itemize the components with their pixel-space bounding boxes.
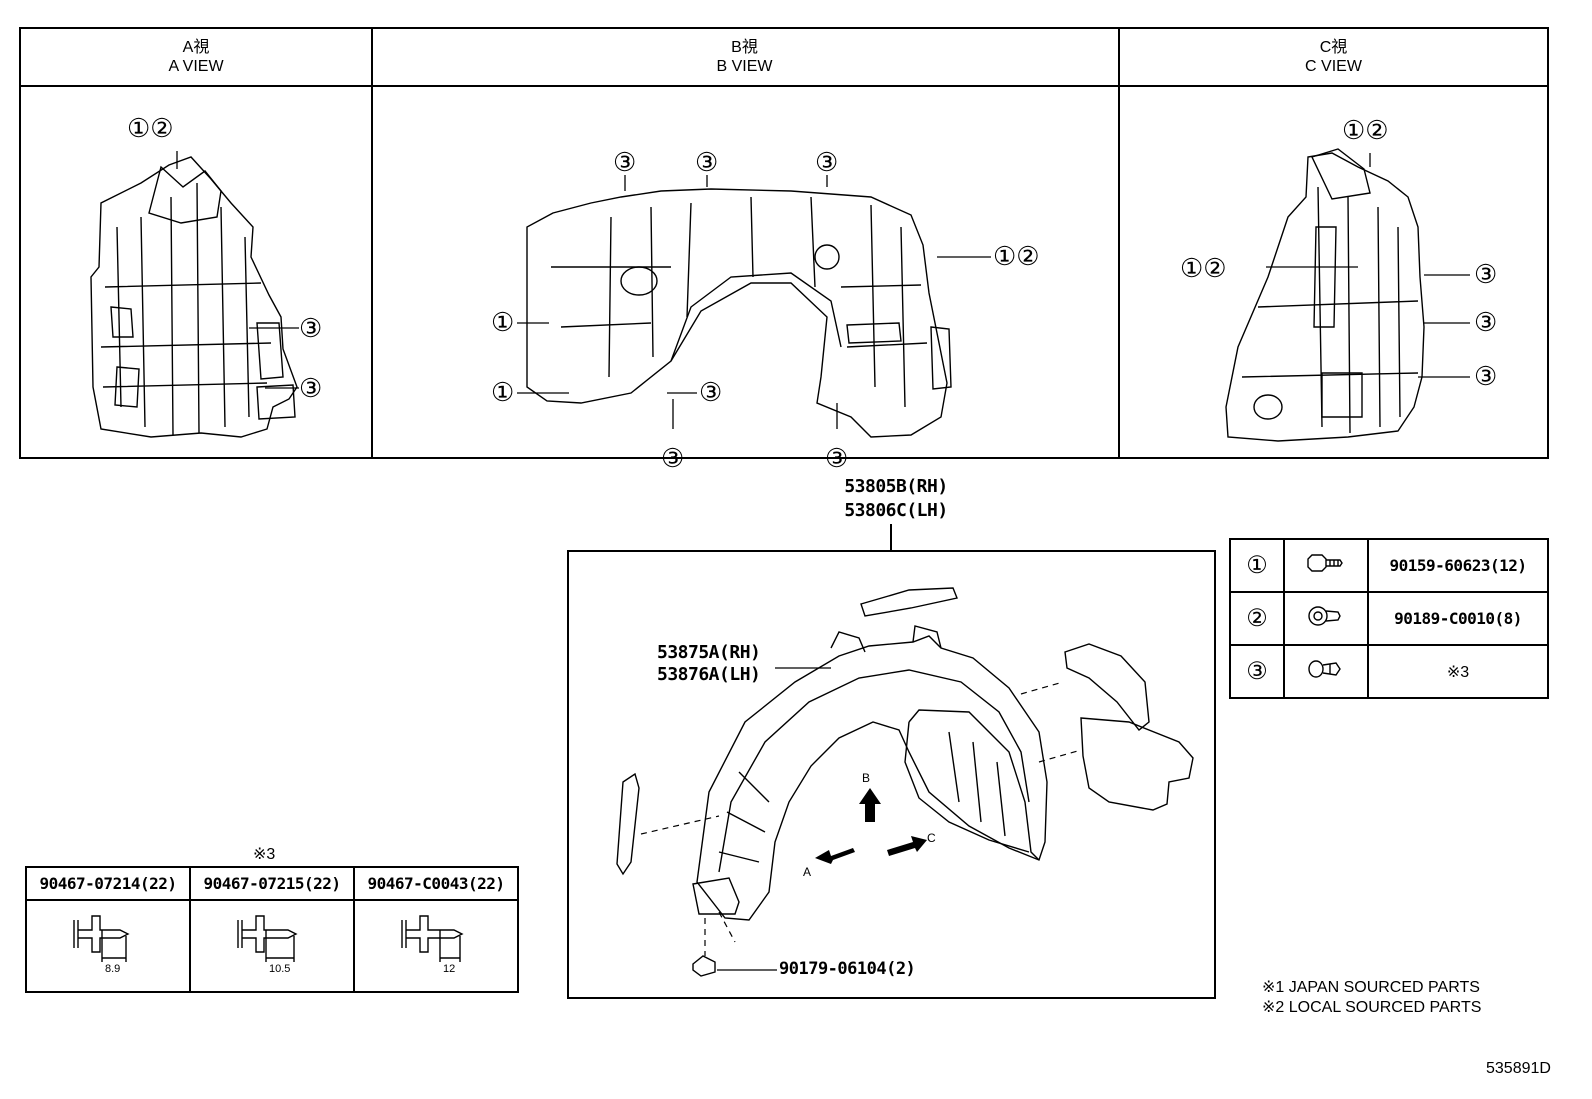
- view-b-title-en: B VIEW: [716, 58, 773, 75]
- liner-part-rh: 53875A(RH): [657, 642, 761, 663]
- view-b-column: B視 B VIEW: [371, 29, 1120, 473]
- view-b-callout-3e: ③: [661, 443, 685, 473]
- view-b-callout-3f: ③: [825, 443, 849, 473]
- parts-row-2-icon-cell: [1283, 591, 1369, 646]
- view-a-title-jp: A視: [182, 39, 210, 56]
- view-a-column: A視 A VIEW ①② ③ ③: [21, 29, 373, 457]
- main-part-rh: 53805B(RH): [844, 476, 948, 497]
- view-c-callout-12b: ①②: [1180, 253, 1227, 283]
- note-1: ※1 JAPAN SOURCED PARTS: [1262, 979, 1480, 996]
- view-b-callout-3c: ③: [815, 147, 839, 177]
- diagram-id: 535891D: [1486, 1060, 1551, 1077]
- clip-table-title: ※3: [253, 846, 276, 863]
- clip-2-cell: 10.5: [189, 899, 355, 993]
- arrow-c-label: C: [927, 831, 936, 845]
- note-2: ※2 LOCAL SOURCED PARTS: [1262, 999, 1482, 1016]
- parts-row-3-no: ③: [1229, 644, 1285, 699]
- view-c-callout-3a: ③: [1474, 259, 1498, 289]
- view-c-title-en: C VIEW: [1305, 58, 1362, 75]
- clip-3-dim: 12: [443, 963, 456, 975]
- view-c-title-jp: C視: [1319, 39, 1348, 56]
- clip-1-part: 90467-07214(22): [25, 866, 191, 901]
- view-c-drawing: ①② ①② ③ ③ ③: [1118, 87, 1549, 457]
- main-part-numbers: 53805B(RH) 53806C(LH): [826, 475, 966, 523]
- grommet-icon: [1308, 606, 1341, 626]
- parts-table-row: ③ ※3: [1229, 644, 1549, 699]
- parts-row-3-icon-cell: [1283, 644, 1369, 699]
- view-a-header: A視 A VIEW: [21, 29, 371, 87]
- main-part-lh: 53806C(LH): [844, 500, 948, 521]
- view-b-callout-3d: ③: [699, 377, 723, 407]
- view-b-callout-3b: ③: [695, 147, 719, 177]
- assembly-drawing: B A C: [616, 587, 1194, 977]
- main-leader-line: [890, 524, 892, 550]
- view-b-callout-3a: ③: [613, 147, 637, 177]
- view-b-drawing: ③ ③ ③ ①② ① ① ③ ③ ③: [371, 87, 1118, 473]
- clip-1-dim: 8.9: [105, 963, 121, 975]
- view-a-title-en: A VIEW: [168, 58, 224, 75]
- assembly-box: B A C 53875A(RH) 53876A(LH) 90179-06104(…: [567, 550, 1216, 999]
- parts-row-1-icon-cell: [1283, 538, 1369, 593]
- clip-1-cell: 8.9: [25, 899, 191, 993]
- view-b-callout-1b: ①: [491, 377, 515, 407]
- notes: ※1 JAPAN SOURCED PARTS ※2 LOCAL SOURCED …: [1262, 978, 1481, 1018]
- view-c-callout-12a: ①②: [1342, 115, 1389, 145]
- clip-table-header-row: 90467-07214(22) 90467-07215(22) 90467-C0…: [25, 866, 519, 901]
- view-c-header: C視 C VIEW: [1118, 29, 1549, 87]
- push-clip-icon: [73, 915, 130, 962]
- bolt-icon: [1307, 554, 1343, 572]
- arrow-b-label: B: [862, 771, 870, 785]
- parts-row-2-part: 90189-C0010(8): [1367, 591, 1549, 646]
- liner-part-lh: 53876A(LH): [657, 664, 761, 685]
- views-panel: A視 A VIEW ①② ③ ③: [19, 27, 1549, 473]
- view-c-callout-3b: ③: [1474, 307, 1498, 337]
- clip-3-cell: 12: [353, 899, 519, 993]
- view-a-callout-12: ①②: [127, 113, 174, 143]
- view-c-column: C視 C VIEW: [1118, 29, 1549, 457]
- clip-table-image-row: 8.9 10.5 12: [25, 899, 519, 993]
- clip-2-dim: 10.5: [269, 963, 291, 975]
- view-c-callout-3c: ③: [1474, 361, 1498, 391]
- parts-row-1-no: ①: [1229, 538, 1285, 593]
- view-b-header: B視 B VIEW: [371, 29, 1118, 87]
- parts-row-3-part: ※3: [1367, 644, 1549, 699]
- clip-3-part: 90467-C0043(22): [353, 866, 519, 901]
- parts-row-2-no: ②: [1229, 591, 1285, 646]
- view-b-callout-1a: ①: [491, 307, 515, 337]
- clip-2-part: 90467-07215(22): [189, 866, 355, 901]
- push-clip-icon: [401, 915, 464, 962]
- clip-table: 90467-07214(22) 90467-07215(22) 90467-C0…: [25, 866, 519, 993]
- parts-row-1-part: 90159-60623(12): [1367, 538, 1549, 593]
- parts-table-row: ② 90189-C0010(8): [1229, 591, 1549, 646]
- parts-table-row: ① 90159-60623(12): [1229, 538, 1549, 593]
- arrow-a-label: A: [803, 865, 811, 879]
- clip-icon: [1308, 660, 1341, 678]
- view-b-callout-12: ①②: [993, 241, 1040, 271]
- view-a-callout-3b: ③: [299, 373, 323, 403]
- view-a-drawing: ①② ③ ③: [21, 87, 371, 457]
- view-b-title-jp: B視: [731, 39, 758, 56]
- parts-table: ① 90159-60623(12) ② 90189-C0010(8) ③ ※3: [1229, 538, 1549, 699]
- liner-part-numbers: 53875A(RH) 53876A(LH): [657, 642, 761, 686]
- view-a-callout-3a: ③: [299, 313, 323, 343]
- push-clip-icon: [237, 915, 298, 962]
- nut-part-number: 90179-06104(2): [779, 959, 916, 979]
